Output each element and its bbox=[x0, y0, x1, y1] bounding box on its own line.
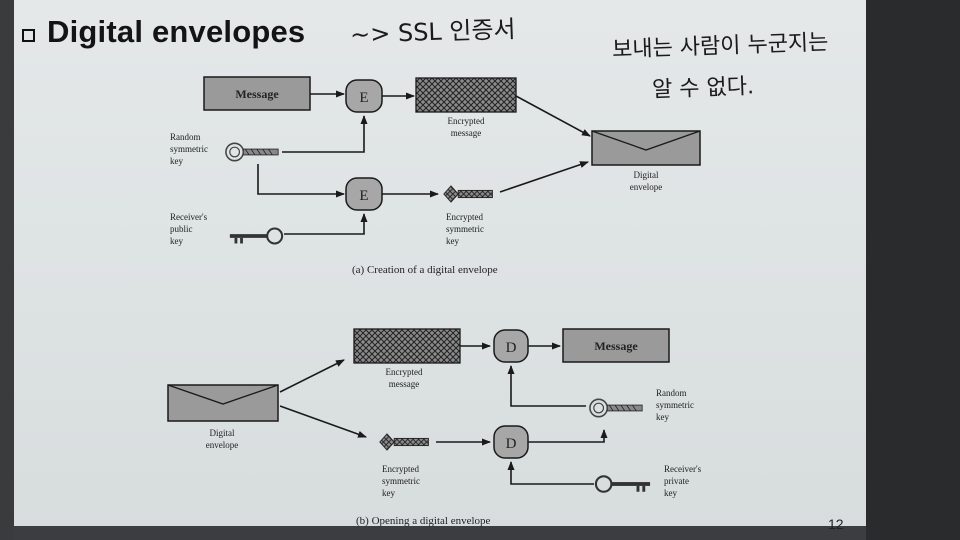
encrypted-message-label-b-line1: Encrypted bbox=[386, 367, 423, 377]
encrypted-symmetric-key-icon-b bbox=[379, 433, 429, 451]
receiver-public-key-icon bbox=[228, 227, 284, 245]
caption-opening: (b) Opening a digital envelope bbox=[356, 515, 491, 527]
message-box-b: Message bbox=[562, 328, 670, 363]
bottom-bar bbox=[14, 526, 866, 540]
recovered-symmetric-key-icon bbox=[589, 398, 643, 418]
caption-creation: (a) Creation of a digital envelope bbox=[352, 264, 498, 276]
left-bezel bbox=[0, 0, 14, 540]
digital-envelope-label-a-line1: Digital bbox=[634, 170, 659, 180]
decrypt-node-1: D bbox=[493, 329, 529, 363]
digital-envelope-a bbox=[591, 130, 701, 166]
encrypted-key-label-a-line3: key bbox=[446, 236, 459, 246]
random-key-label-a-line1: Random bbox=[170, 132, 201, 142]
creation-section: Message E Encrypted message Random symme… bbox=[170, 76, 701, 276]
receiver-private-key-label-line2: private bbox=[664, 476, 689, 486]
encrypted-message-block-a bbox=[415, 77, 517, 113]
encrypted-message-label-a-line2: message bbox=[451, 128, 482, 138]
digital-envelope-label-b-line1: Digital bbox=[210, 428, 235, 438]
random-key-label-b-line3: key bbox=[656, 412, 669, 422]
encrypt-op-2: E bbox=[359, 188, 368, 204]
receiver-public-key-label-line1: Receiver's bbox=[170, 212, 208, 222]
decrypt-node-2: D bbox=[493, 425, 529, 459]
opening-section: Digital envelope Encrypted message D Mes… bbox=[167, 328, 702, 527]
encrypt-node-2: E bbox=[345, 177, 383, 211]
decrypt-op-2: D bbox=[506, 436, 517, 452]
random-key-label-b-line1: Random bbox=[656, 388, 687, 398]
square-bullet-icon bbox=[22, 28, 35, 42]
random-key-label-b-line2: symmetric bbox=[656, 400, 694, 410]
receiver-public-key-label-line2: public bbox=[170, 224, 193, 234]
encrypt-op-1: E bbox=[359, 90, 368, 106]
message-label-a: Message bbox=[235, 87, 279, 101]
encrypted-message-label-b-line2: message bbox=[389, 379, 420, 389]
right-bezel bbox=[866, 0, 960, 540]
slide-title: Digital envelopes bbox=[47, 14, 306, 49]
encrypted-message-label-a-line1: Encrypted bbox=[448, 116, 485, 126]
encrypted-message-block-b bbox=[353, 328, 461, 364]
receiver-private-key-icon bbox=[594, 475, 652, 493]
receiver-private-key-label-line1: Receiver's bbox=[664, 464, 702, 474]
digital-envelope-label-b-line2: envelope bbox=[206, 440, 238, 450]
page-number: 12 bbox=[828, 516, 844, 532]
receiver-private-key-label-line3: key bbox=[664, 488, 677, 498]
receiver-public-key-label-line3: key bbox=[170, 236, 183, 246]
random-symmetric-key-icon bbox=[225, 142, 279, 162]
encrypted-key-label-b-line3: key bbox=[382, 488, 395, 498]
encrypted-key-label-b-line1: Encrypted bbox=[382, 464, 419, 474]
encrypted-key-label-a-line1: Encrypted bbox=[446, 212, 483, 222]
digital-envelope-label-a-line2: envelope bbox=[630, 182, 662, 192]
digital-envelope-b bbox=[167, 384, 279, 422]
encrypted-key-label-a-line2: symmetric bbox=[446, 224, 484, 234]
random-key-label-a-line2: symmetric bbox=[170, 144, 208, 154]
title-row: Digital envelopes bbox=[22, 14, 305, 50]
message-label-b: Message bbox=[594, 339, 638, 353]
message-box-a: Message bbox=[203, 76, 311, 111]
encrypted-key-label-b-line2: symmetric bbox=[382, 476, 420, 486]
random-key-label-a-line3: key bbox=[170, 156, 183, 166]
decrypt-op-1: D bbox=[506, 340, 517, 356]
encrypt-node-1: E bbox=[345, 79, 383, 113]
encrypted-symmetric-key-icon-a bbox=[443, 185, 493, 203]
